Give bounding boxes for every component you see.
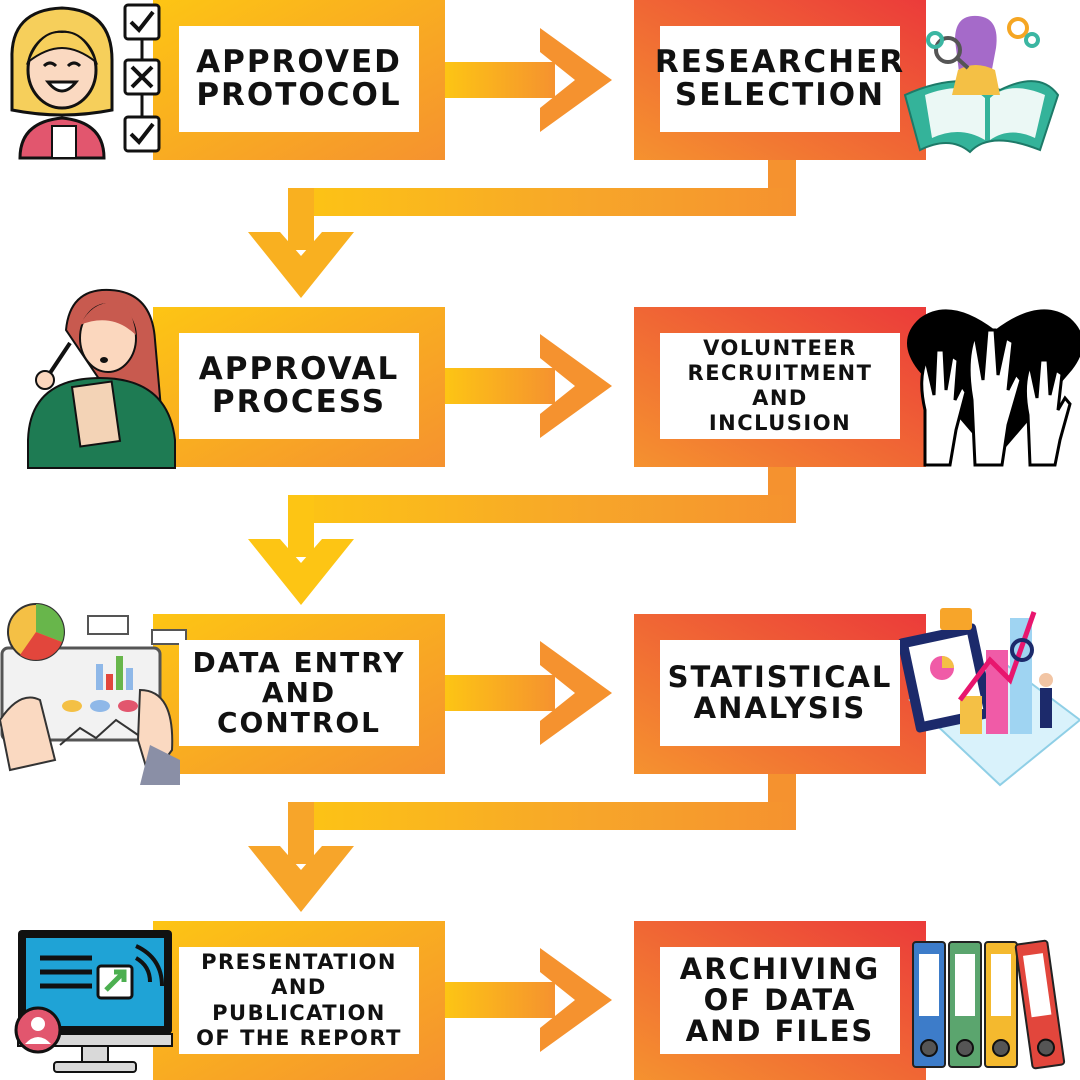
step-label: DATA ENTRY AND CONTROL bbox=[192, 645, 406, 740]
connector-down-3 bbox=[248, 772, 796, 912]
thinking-woman-icon bbox=[27, 288, 176, 469]
checklist-woman-icon bbox=[10, 3, 161, 160]
arrow-right-1 bbox=[445, 28, 612, 132]
step-volunteer-recruitment: VOLUNTEER RECRUITMENT AND INCLUSION bbox=[660, 333, 900, 439]
step-approval-process: APPROVAL PROCESS bbox=[179, 333, 419, 439]
connector-down-2 bbox=[248, 465, 796, 605]
step-label: PRESENTATION AND PUBLICATION OF THE REPO… bbox=[196, 950, 402, 1050]
step-statistical-analysis: STATISTICAL ANALYSIS bbox=[660, 640, 900, 746]
step-presentation: PRESENTATION AND PUBLICATION OF THE REPO… bbox=[179, 947, 419, 1054]
step-archiving: ARCHIVING OF DATA AND FILES bbox=[660, 947, 900, 1054]
monitor-share-icon bbox=[14, 930, 173, 1073]
tablet-charts-icon bbox=[0, 603, 187, 785]
researcher-book-icon bbox=[903, 15, 1060, 154]
step-label: APPROVAL PROCESS bbox=[198, 350, 400, 420]
binders-icon bbox=[912, 939, 1066, 1070]
step-researcher-selection: RESEARCHER SELECTION bbox=[655, 26, 903, 132]
step-approved-protocol: APPROVED PROTOCOL bbox=[179, 26, 419, 132]
connector-down-1 bbox=[248, 158, 796, 298]
arrow-right-2 bbox=[445, 334, 612, 438]
step-label: ARCHIVING OF DATA AND FILES bbox=[679, 951, 881, 1049]
step-data-entry: DATA ENTRY AND CONTROL bbox=[179, 640, 419, 746]
step-label: APPROVED PROTOCOL bbox=[196, 43, 402, 113]
step-label: VOLUNTEER RECRUITMENT AND INCLUSION bbox=[687, 335, 873, 436]
step-label: RESEARCHER SELECTION bbox=[654, 43, 906, 113]
arrow-right-4 bbox=[445, 948, 612, 1052]
raised-hands-heart-icon bbox=[907, 309, 1080, 467]
analytics-dashboard-icon bbox=[897, 608, 1080, 787]
step-label: STATISTICAL ANALYSIS bbox=[667, 659, 893, 725]
arrow-right-3 bbox=[445, 641, 612, 745]
